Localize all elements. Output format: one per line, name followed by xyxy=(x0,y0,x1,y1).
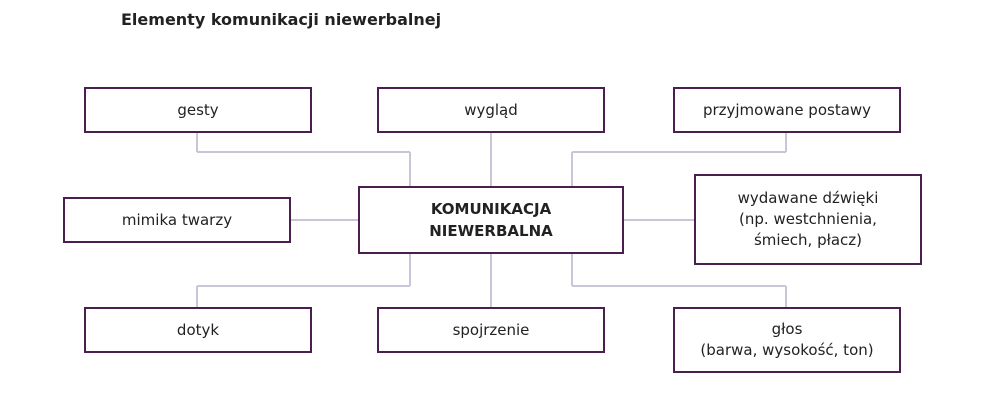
node-dotyk: dotyk xyxy=(84,307,312,353)
diagram-title: Elementy komunikacji niewerbalnej xyxy=(121,10,442,29)
node-wyglad: wygląd xyxy=(377,87,605,133)
node-mimika-twarzy: mimika twarzy xyxy=(63,197,291,243)
node-spojrzenie: spojrzenie xyxy=(377,307,605,353)
node-wydawane-dzwieki: wydawane dźwięki (np. westchnienia, śmie… xyxy=(694,174,922,265)
node-glos: głos (barwa, wysokość, ton) xyxy=(673,307,901,373)
node-komunikacja-niewerbalna: KOMUNIKACJA NIEWERBALNA xyxy=(358,186,624,254)
node-przyjmowane-postawy: przyjmowane postawy xyxy=(673,87,901,133)
node-gesty: gesty xyxy=(84,87,312,133)
